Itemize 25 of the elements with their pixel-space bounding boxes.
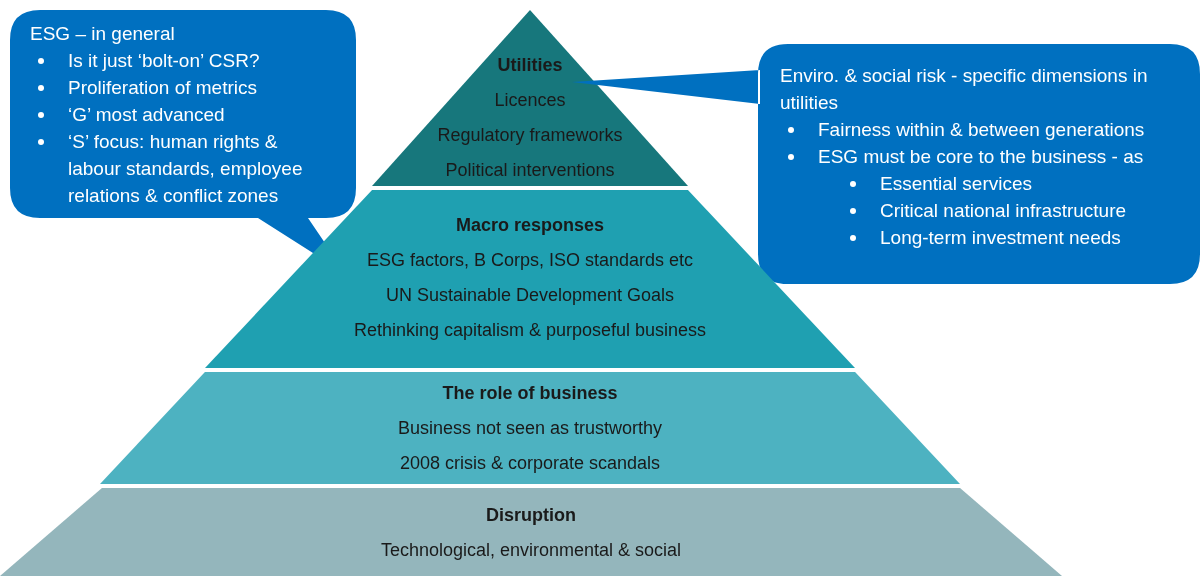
- tier-heading: Utilities: [497, 54, 563, 76]
- bullet-item: ESG must be core to the business - as: [818, 145, 1144, 169]
- bullet-item: Proliferation of metrics: [68, 76, 257, 100]
- pyramid-tier: [0, 488, 1062, 576]
- tier-item: Political interventions: [445, 159, 615, 181]
- bubble-heading: ESG – in general: [30, 22, 176, 46]
- bullet-item: Is it just ‘bolt-on’ CSR?: [68, 49, 260, 73]
- tier-item: Regulatory frameworks: [437, 124, 623, 146]
- tier-item: Rethinking capitalism & purposeful business: [353, 319, 707, 341]
- bullet-item: Fairness within & between generations: [818, 118, 1145, 142]
- tier-item: UN Sustainable Development Goals: [385, 284, 675, 306]
- bullet-item: ‘G’ most advanced: [68, 103, 225, 127]
- bubble-heading: Enviro. & social risk - specific dimensions in utilities: [780, 64, 1149, 115]
- bullet-item: Critical national infrastructure: [880, 199, 1127, 223]
- bullet-item: ‘S’ focus: human rights & labour standards, employee relations & conflict zones: [68, 130, 304, 208]
- tier-heading: Macro responses: [455, 214, 605, 236]
- bullet-item: Long-term investment needs: [880, 226, 1121, 250]
- tier-heading: Disruption: [486, 504, 576, 526]
- tier-item: ESG factors, B Corps, ISO standards etc: [366, 249, 694, 271]
- bullet-item: Essential services: [880, 172, 1033, 196]
- tier-item: 2008 crisis & corporate scandals: [399, 452, 661, 474]
- tier-heading: The role of business: [442, 382, 618, 404]
- tier-item: Technological, environmental & social: [380, 539, 682, 561]
- tier-item: Licences: [494, 89, 566, 111]
- tier-item: Business not seen as trustworthy: [397, 417, 663, 439]
